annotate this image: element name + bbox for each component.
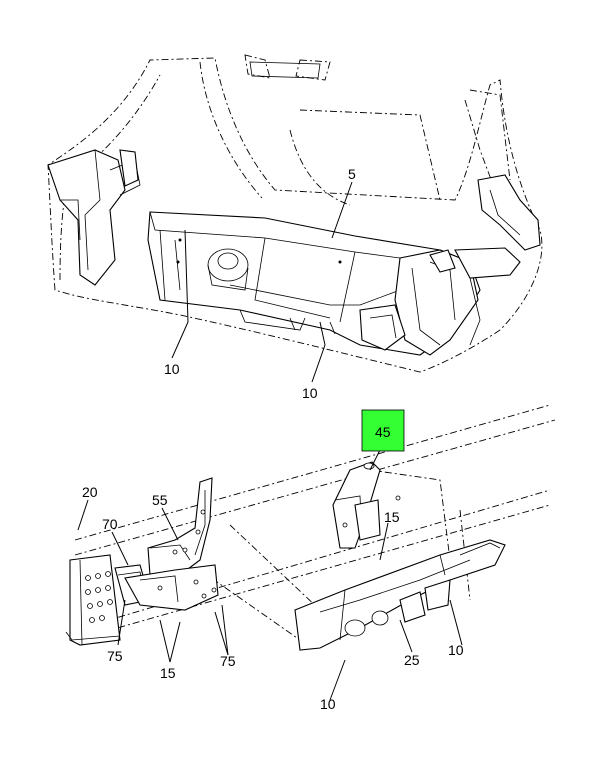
callout-55[interactable]: 55: [152, 492, 168, 508]
callout-10-upper-right[interactable]: 10: [302, 385, 318, 401]
leader-lines: [77, 181, 463, 701]
callouts: 5 10 10 45 20 55 70 75 15 75 15 25 10 10: [82, 166, 464, 712]
frame-rail-illustration: [65, 404, 556, 651]
part-45-highlight[interactable]: [361, 409, 405, 452]
callout-15-left[interactable]: 15: [160, 665, 176, 681]
callout-10-upper-left[interactable]: 10: [164, 361, 180, 377]
callout-75-right[interactable]: 75: [220, 653, 236, 669]
callout-10-lower-right[interactable]: 10: [448, 642, 464, 658]
callout-25[interactable]: 25: [404, 652, 420, 668]
callout-20[interactable]: 20: [82, 484, 98, 500]
callout-10-lower-bottom[interactable]: 10: [320, 696, 336, 712]
callout-15-right[interactable]: 15: [384, 509, 400, 525]
callout-5[interactable]: 5: [348, 166, 356, 182]
frame-bolt-holes: [85, 571, 113, 623]
callout-70[interactable]: 70: [102, 516, 118, 532]
cab-underbody-illustration: [47, 54, 543, 373]
callout-75-left[interactable]: 75: [107, 648, 123, 664]
callout-45[interactable]: 45: [375, 424, 391, 440]
